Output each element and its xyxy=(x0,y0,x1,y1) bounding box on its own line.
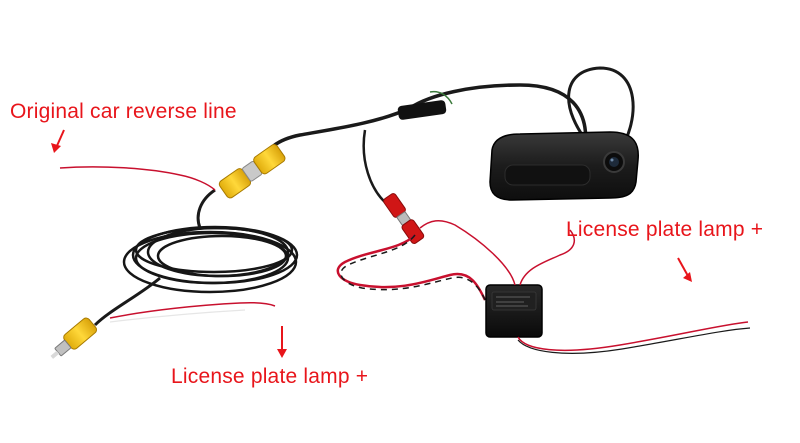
arrow-lamp-bottom xyxy=(277,326,287,358)
lamp-label-bottom: License plate lamp + xyxy=(171,365,369,388)
green-splice-wire xyxy=(429,90,453,105)
rca-to-coil-cable xyxy=(196,188,216,229)
coil-to-plug-cable xyxy=(93,276,161,327)
reverse-line-label: Original car reverse line xyxy=(10,100,237,123)
filter-box xyxy=(485,284,543,338)
twisted-pair-wire xyxy=(336,234,487,301)
red-power-connector xyxy=(383,193,425,244)
box-output-wire xyxy=(519,229,576,286)
camera-loop-cable xyxy=(567,66,635,151)
arrow-reverse-line xyxy=(51,129,65,153)
rear-camera-handle xyxy=(489,131,639,201)
power-branch-cable xyxy=(362,129,389,206)
rca-connector-pair xyxy=(218,144,286,199)
rca-plug-end xyxy=(50,317,98,359)
arrow-lamp-right xyxy=(677,257,692,282)
cable-splice xyxy=(397,100,447,120)
reverse-signal-wire xyxy=(59,166,216,191)
bottom-lamp-wire xyxy=(109,302,276,319)
lamp-label-right: License plate lamp + xyxy=(566,218,764,241)
coiled-black-cable xyxy=(122,225,299,294)
